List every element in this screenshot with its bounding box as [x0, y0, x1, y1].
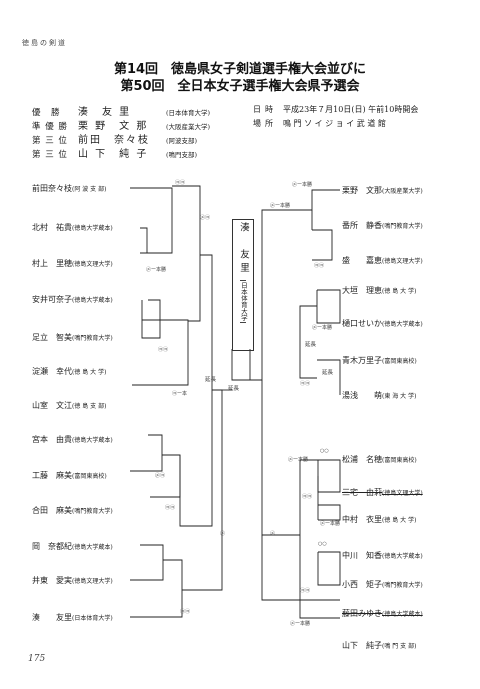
champion-affiliation: 日本体育大学	[239, 280, 248, 323]
page-number: 175	[28, 654, 46, 664]
player-entry: 大垣 理恵(徳 島 大 学)	[342, 286, 417, 295]
score-mark: ○○	[318, 541, 327, 547]
encho-label: 延長	[322, 370, 334, 376]
player-entry: 樋口せいか(徳島大学蔵本)	[342, 319, 423, 328]
score-mark: ㋙㋙	[180, 609, 191, 615]
score-mark: ㋱	[220, 531, 226, 537]
player-entry: 中川 知香(徳島大学蔵本)	[342, 551, 423, 560]
champion-name: 湊 友里	[237, 222, 249, 276]
player-entry: 番所 静香(鳴門教育大学)	[342, 221, 423, 230]
player-entry: 山下 純子(鳴 門 支 部)	[342, 641, 417, 650]
info-date: 日時平成23年７月10日(日) 午前10時開会	[253, 105, 419, 114]
player-entry: 岡 奈都紀(徳島大学蔵本)	[32, 542, 113, 551]
player-entry: 青木万里子(富岡東高校)	[342, 356, 417, 365]
score-mark: ㋱	[270, 531, 276, 537]
score-mark: ㋙㋙	[300, 588, 311, 594]
encho-label: 延長	[305, 342, 317, 348]
player-entry: 小西 矩子(鳴門教育大学)	[342, 580, 423, 589]
result-row: 第 三 位前田 奈々枝(阿波支部)	[32, 135, 198, 146]
encho-label: 延長	[205, 377, 217, 383]
score-mark: ㋱ー本勝	[146, 267, 167, 273]
score-mark: ㋙㋙	[314, 263, 325, 269]
score-mark: ㋙ー本	[172, 391, 188, 397]
score-mark: ㋱㋙	[155, 473, 166, 479]
player-entry-struck: 三宅 由莉(徳島文理大学)	[342, 488, 423, 497]
title-line-1: 第14回 徳島県女子剣道選手権大会並びに	[113, 62, 367, 77]
score-mark: ㋙㋙	[300, 381, 311, 387]
title-line-2: 第50回 全日本女子選手権大会県予選会	[120, 79, 360, 94]
page-header: 徳島の剣道	[22, 39, 67, 47]
player-entry: 山室 文江(徳 島 支 部)	[32, 401, 107, 410]
player-entry: 中村 衣里(徳 島 大 学)	[342, 515, 417, 524]
score-mark: ㋙㋙	[175, 180, 186, 186]
player-entry-struck: 藤田みゆき(徳島大学蔵本)	[342, 609, 423, 618]
info-venue: 場所鳴 門 ソ イ ジ ョ イ 武 道 館	[253, 119, 386, 128]
player-entry: 宮本 由貴(徳島大学蔵本)	[32, 435, 113, 444]
score-mark: ㋙㋙	[302, 494, 313, 500]
player-entry: 合田 麻美(鳴門教育大学)	[32, 506, 113, 515]
player-entry: 工藤 麻美(富岡東高校)	[32, 471, 107, 480]
champion-box: 湊 友里 日本体育大学	[232, 219, 254, 351]
player-entry: 淀瀬 幸代(徳 島 大 学)	[32, 367, 107, 376]
score-mark: ㋱ー本勝	[320, 521, 341, 527]
player-entry: 安井可奈子(徳島大学蔵本)	[32, 295, 113, 304]
score-mark: ○○	[320, 448, 329, 454]
player-entry: 松浦 名穂(富岡東高校)	[342, 455, 417, 464]
player-entry: 北村 祐貴(徳島大学蔵本)	[32, 223, 113, 232]
score-mark: ㋱ー本勝	[292, 182, 313, 188]
score-mark: ㋱ー本勝	[288, 457, 309, 463]
player-entry: 村上 里穂(徳島文理大学)	[32, 259, 113, 268]
player-entry: 井東 愛実(徳島文理大学)	[32, 576, 113, 585]
score-mark: ㋱ー本勝	[290, 621, 311, 627]
score-mark: ㋙㋙	[158, 347, 169, 353]
player-entry: 前田奈々枝(阿 波 支 部)	[32, 184, 107, 193]
player-entry: 湊 友里(日本体育大学)	[32, 613, 113, 622]
score-mark: ㋱㋙	[200, 215, 211, 221]
player-entry: 栗野 文那(大阪産業大学)	[342, 186, 423, 195]
result-row: 第 三 位山 下 純 子(鳴門支部)	[32, 149, 198, 160]
player-entry: 湯浅 萌(東 海 大 学)	[342, 391, 417, 400]
score-mark: ㋙㋙	[165, 505, 176, 511]
player-entry: 盛 嘉恵(徳島文理大学)	[342, 256, 423, 265]
result-row: 準 優 勝栗 野 文 那(大阪産業大学)	[32, 121, 211, 132]
player-entry: 足立 智美(鳴門教育大学)	[32, 333, 113, 342]
result-row: 優 勝湊 友 里(日本体育大学)	[32, 107, 211, 118]
score-mark: ㋱ー本勝	[312, 325, 333, 331]
encho-label: 延長	[228, 386, 240, 392]
score-mark: ㋱ー本勝	[270, 203, 291, 209]
